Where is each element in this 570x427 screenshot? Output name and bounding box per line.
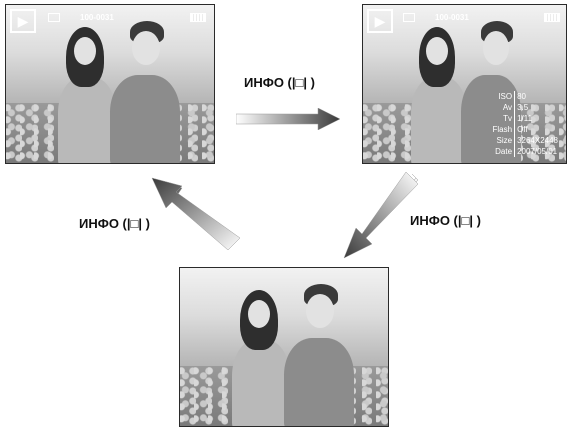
play-mode-icon: ▶ [367,9,393,33]
battery-icon [190,13,206,22]
up-left-arrow-icon [151,177,241,250]
play-mode-icon: ▶ [10,9,36,33]
info-button-label-2: ИНФО (|□| ) [410,213,481,228]
memory-card-icon [403,13,415,22]
file-number: 100-0031 [80,13,114,22]
info-button-label-3: ИНФО (|□| ) [79,216,150,231]
battery-icon [544,13,560,22]
file-number: 100-0031 [435,13,469,22]
memory-card-icon [48,13,60,22]
right-arrow-icon [236,108,340,130]
lcd-screen-basic-info: ▶ 100-0031 [5,4,215,164]
down-left-arrow-icon [343,171,419,259]
lcd-screen-no-info [179,267,389,427]
info-button-label-1: ИНФО (|□| ) [244,75,315,90]
couple-photo [6,5,214,163]
couple-photo [180,268,388,426]
